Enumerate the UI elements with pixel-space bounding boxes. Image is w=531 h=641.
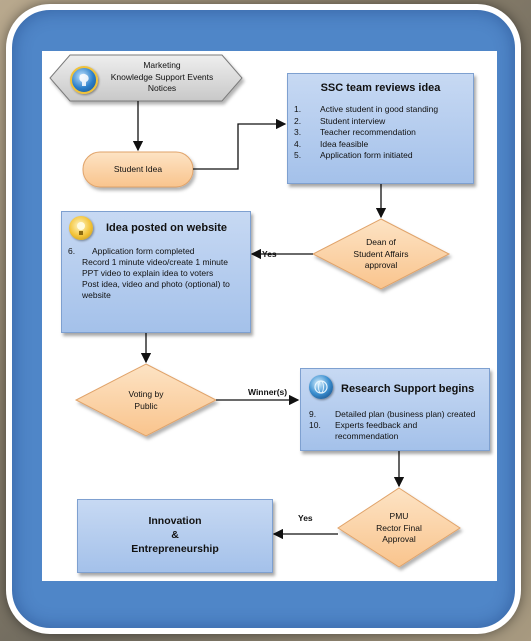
list-item: 5.Application form initiated (294, 150, 413, 160)
yes-label-pmu: Yes (298, 513, 313, 523)
ssc-review-box: SSC team reviews idea 1.Active student i… (287, 73, 474, 184)
marketing-hexagon (49, 54, 243, 102)
winners-label: Winner(s) (248, 387, 288, 397)
yes-label-dean: Yes (262, 249, 277, 259)
student-idea-label: Student Idea (113, 164, 163, 174)
globe-icon (309, 375, 333, 399)
lightbulb-icon (69, 216, 93, 240)
arrow-idea-to-ssc (193, 118, 287, 170)
voting-text: Voting by Public (128, 389, 164, 411)
pmu-text: PMU Rector Final Approval (376, 511, 422, 544)
idea-posted-title: Idea posted on website (106, 222, 228, 234)
list-item: 1.Active student in good standing (294, 104, 439, 114)
innovation-text: Innovation & Entrepreneurship (131, 515, 219, 555)
brain-icon (70, 66, 98, 94)
list-item: 4.Idea feasible (294, 138, 369, 149)
ssc-review-title: SSC team reviews idea (320, 82, 441, 94)
idea-posted-body: 6.Application form completed Record 1 mi… (68, 246, 230, 300)
voting-diamond (74, 363, 218, 437)
marketing-text: Marketing Knowledge Support Events Notic… (110, 60, 214, 93)
list-item: 3.Teacher recommendation (294, 127, 416, 137)
list-item: 9.Detailed plan (business plan) created (309, 409, 476, 419)
innovation-box: Innovation & Entrepreneurship (77, 499, 273, 573)
research-list: 9.Detailed plan (business plan) created … (309, 409, 489, 442)
ssc-review-list: 1.Active student in good standing 2.Stud… (294, 104, 473, 162)
list-item: 10.Experts feedback and (309, 420, 418, 430)
dean-diamond (311, 218, 451, 290)
research-box: Research Support begins 9.Detailed plan … (300, 368, 490, 451)
pmu-diamond (337, 487, 461, 568)
list-item: 2.Student interview (294, 115, 386, 126)
flowchart-canvas: Marketing Knowledge Support Events Notic… (42, 51, 497, 581)
idea-posted-box: Idea posted on website 6.Application for… (61, 211, 251, 333)
research-title: Research Support begins (341, 383, 475, 395)
list-item: recommendation (335, 431, 399, 441)
flowchart-shapes (49, 54, 461, 568)
dean-text: Dean of Student Affairs approval (353, 237, 409, 270)
